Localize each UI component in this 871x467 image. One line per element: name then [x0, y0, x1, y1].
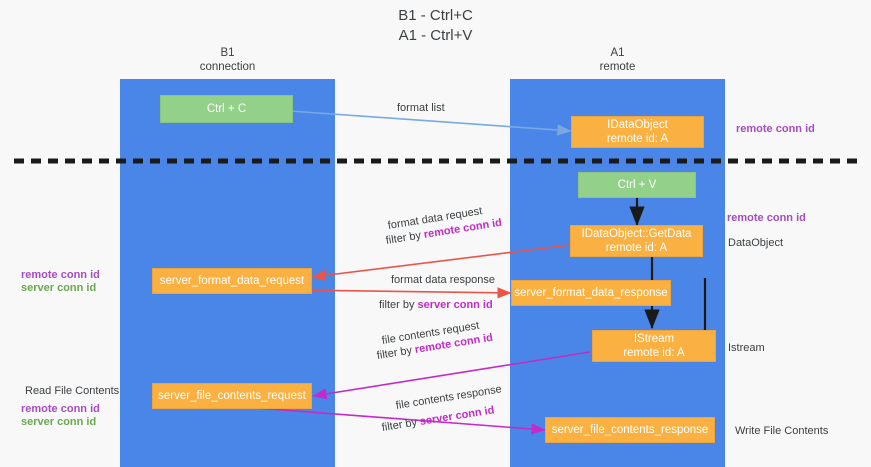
edge-label-format-list: format list: [397, 102, 445, 114]
annotation-write-file-contents: Write File Contents: [735, 425, 829, 437]
lane-header-a1: A1 remote: [599, 47, 636, 73]
node-idataobject[interactable]: IDataObject remote id: A: [571, 116, 704, 148]
annotation-dataobject: DataObject: [728, 237, 784, 249]
edge-label-format-data-response-filter: filter by server conn id: [379, 298, 493, 313]
diagram-title: B1 - Ctrl+C A1 - Ctrl+V: [398, 7, 473, 44]
annotation-read-file-contents: Read File Contents: [25, 385, 120, 397]
filter-prefix-text-2: filter by: [379, 299, 418, 311]
annotation-left-server-conn-id-2: server conn id: [21, 416, 97, 428]
annotation-left-remote-conn-id-2: remote conn id: [21, 403, 100, 415]
annotation-left-server-conn-id: server conn id: [21, 282, 97, 294]
node-server-file-contents-request[interactable]: server_file_contents_request: [152, 383, 312, 409]
edge-label-format-data-response: format data response: [391, 274, 495, 286]
annotation-istream: Istream: [728, 342, 765, 354]
annotation-remote-conn-id-top: remote conn id: [736, 123, 815, 135]
node-idataobject-getdata[interactable]: IDataObject::GetData remote id: A: [570, 225, 703, 257]
filter-prefix-text-4: filter by: [380, 416, 421, 434]
node-ctrl-c[interactable]: Ctrl + C: [160, 95, 293, 123]
node-ctrl-v[interactable]: Ctrl + V: [578, 172, 696, 198]
node-server-format-data-request[interactable]: server_format_data_request: [152, 268, 312, 294]
node-server-format-data-response[interactable]: server_format_data_response: [511, 280, 671, 306]
node-istream[interactable]: IStream remote id: A: [592, 330, 716, 362]
annotation-remote-conn-id-mid: remote conn id: [727, 212, 806, 224]
filter-key-server-conn-id: server conn id: [417, 299, 493, 311]
node-server-file-contents-response[interactable]: server_file_contents_response: [545, 417, 715, 443]
annotation-left-remote-conn-id: remote conn id: [21, 269, 100, 281]
lane-header-b1: B1 connection: [199, 47, 256, 73]
